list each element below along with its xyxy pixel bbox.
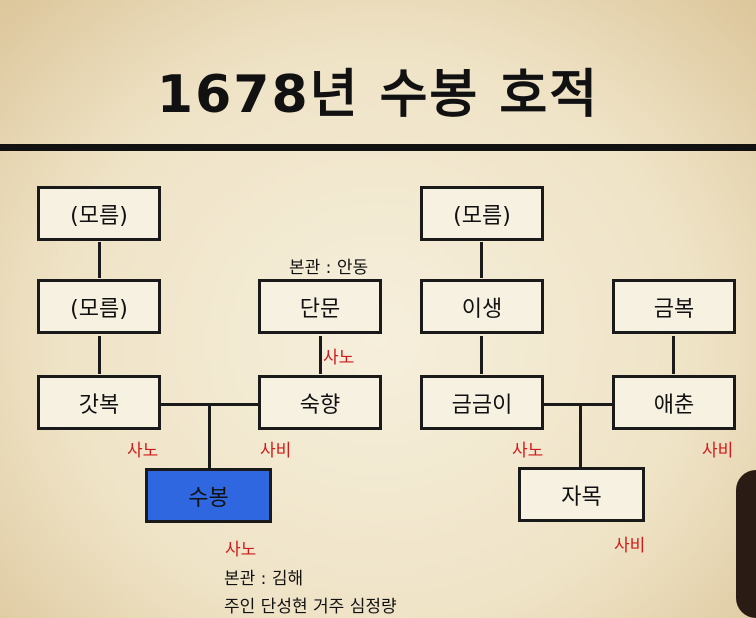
- connector: [480, 242, 483, 278]
- connector: [542, 403, 612, 406]
- node-wife-grandfather: (모름): [420, 186, 544, 241]
- subject-origin-note: 본관 : 김해: [224, 569, 304, 589]
- connector: [319, 336, 322, 374]
- maternal-origin-note: 본관 : 안동: [289, 258, 369, 278]
- connector: [672, 336, 675, 374]
- status-wife-mother: 사비: [702, 441, 734, 461]
- connector: [579, 403, 582, 467]
- node-paternal-great-grandfather: (모름): [37, 186, 161, 241]
- node-wife-mother: 애춘: [612, 375, 736, 430]
- node-wife: 자목: [518, 467, 645, 522]
- status-maternal-grandfather: 사노: [323, 348, 355, 368]
- node-maternal-grandfather: 단문: [258, 279, 382, 334]
- node-wife-father: 금금이: [420, 375, 544, 430]
- node-father: 갓복: [37, 375, 161, 430]
- status-wife: 사비: [614, 536, 646, 556]
- status-mother: 사비: [260, 441, 292, 461]
- connector: [98, 242, 101, 278]
- connector: [98, 336, 101, 374]
- node-paternal-grandfather: (모름): [37, 279, 161, 334]
- page-title: 1678년 수봉 호적: [156, 65, 600, 125]
- node-wife-mother-parent: 금복: [612, 279, 736, 334]
- presenter-silhouette: [736, 470, 756, 618]
- node-mother: 숙향: [258, 375, 382, 430]
- subject-master-note: 주인 단성현 거주 심정량: [224, 597, 397, 617]
- status-father: 사노: [127, 441, 159, 461]
- status-subject: 사노: [225, 540, 257, 560]
- node-subject: 수봉: [145, 468, 272, 523]
- connector: [208, 403, 211, 469]
- connector: [480, 336, 483, 374]
- status-wife-father: 사노: [512, 441, 544, 461]
- title-divider: [0, 144, 756, 151]
- node-wife-father-parent: 이생: [420, 279, 544, 334]
